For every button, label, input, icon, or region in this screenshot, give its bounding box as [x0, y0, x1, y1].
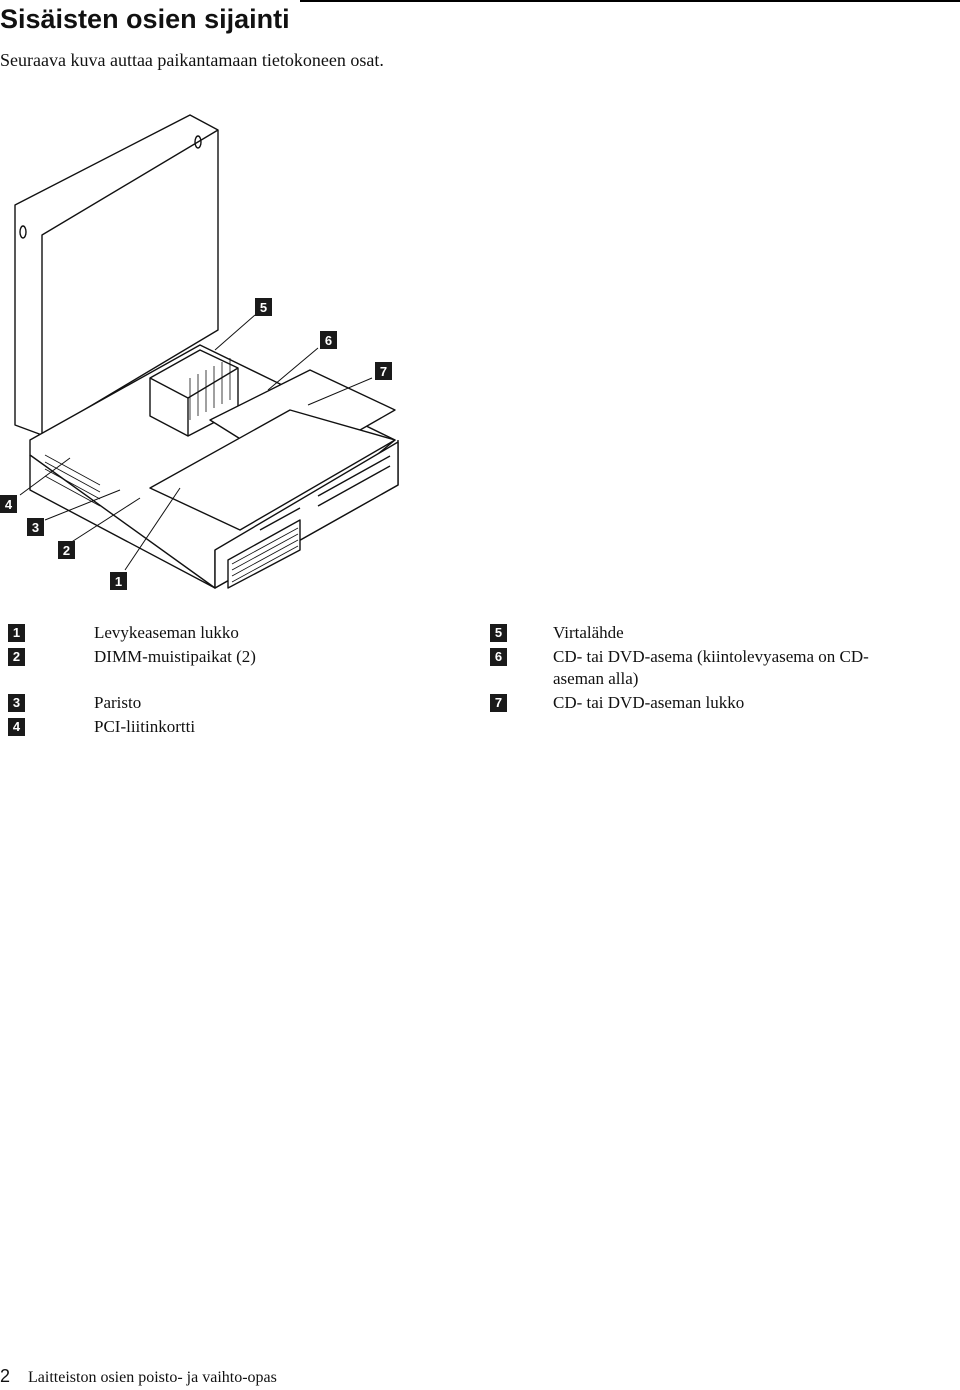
- legend-text: Virtalähde: [553, 623, 624, 642]
- callout-2: 2: [58, 541, 75, 559]
- legend-badge: 7: [490, 694, 507, 712]
- callout-7: 7: [375, 362, 392, 380]
- callout-5: 5: [255, 298, 272, 316]
- svg-text:4: 4: [5, 497, 13, 512]
- legend-text: Paristo: [94, 693, 142, 712]
- page-footer: 2 Laitteiston osien poisto- ja vaihto-opa…: [0, 1366, 277, 1387]
- legend-badge: 1: [8, 624, 25, 642]
- svg-text:5: 5: [260, 300, 267, 315]
- callout-3: 3: [27, 518, 44, 536]
- legend-text: CD- tai DVD-asema (kiintolevyasema on CD…: [553, 647, 869, 688]
- legend-badge: 6: [490, 648, 507, 666]
- legend-text: DIMM-muistipaikat (2): [94, 647, 256, 666]
- legend-badge: 5: [490, 624, 507, 642]
- svg-text:6: 6: [325, 333, 332, 348]
- book-title: Laitteiston osien poisto- ja vaihto-opas: [28, 1369, 277, 1386]
- callout-6: 6: [320, 331, 337, 349]
- svg-text:3: 3: [32, 520, 39, 535]
- svg-text:1: 1: [115, 574, 122, 589]
- header-rule: [300, 0, 960, 2]
- svg-text:2: 2: [63, 543, 70, 558]
- legend-badge: 3: [8, 694, 25, 712]
- page-number: 2: [0, 1366, 11, 1386]
- intro-text: Seuraava kuva auttaa paikantamaan tietok…: [0, 50, 384, 70]
- callout-4: 4: [0, 495, 17, 513]
- legend-badge: 4: [8, 718, 25, 736]
- svg-text:7: 7: [380, 364, 387, 379]
- callout-1: 1: [110, 572, 127, 590]
- legend-text: CD- tai DVD-aseman lukko: [553, 693, 745, 712]
- legend-text: PCI-liitinkortti: [94, 717, 196, 736]
- legend-text: Levykeaseman lukko: [94, 623, 239, 642]
- page-title: Sisäisten osien sijainti: [0, 4, 290, 34]
- legend-badge: 2: [8, 648, 25, 666]
- computer-internals-figure: 5 6 7 4 3 2 1: [0, 114, 399, 590]
